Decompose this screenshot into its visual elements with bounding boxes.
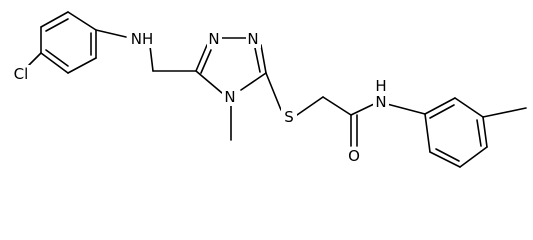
bond (95, 29, 127, 38)
bond (40, 11, 69, 28)
bond (424, 97, 456, 115)
triazole-n2-label: N (247, 30, 258, 48)
triazole-n1-label: N (208, 30, 219, 48)
amide-h-label: H (375, 77, 386, 95)
bond (40, 52, 69, 74)
bond (240, 72, 267, 91)
bond (322, 96, 352, 116)
bond (429, 151, 461, 168)
bond (454, 97, 484, 118)
triazole-n-methyl-label: N (224, 88, 235, 106)
sulfur-label: S (284, 108, 294, 126)
bond (386, 103, 426, 115)
bond (296, 96, 324, 116)
bond (260, 44, 267, 74)
bond (149, 45, 154, 72)
bond (424, 113, 431, 153)
bond (28, 52, 42, 66)
bond (195, 44, 208, 72)
bond (254, 47, 261, 73)
atom-labels: Cl NH N N N S O H N (8, 30, 389, 165)
bond (476, 119, 482, 147)
bond (67, 11, 97, 31)
amine-nh-label: NH (131, 30, 154, 48)
molecule-structure: Cl NH N N N S O H N (8, 11, 527, 168)
bond (45, 49, 69, 67)
bond (482, 116, 488, 148)
chlorine-label: Cl (14, 65, 29, 83)
bond (67, 57, 97, 74)
amide-n-label: N (375, 93, 386, 111)
oxygen-label: O (348, 147, 360, 165)
bond (265, 72, 282, 111)
bond (482, 107, 527, 118)
bond (435, 148, 460, 162)
bond (459, 146, 488, 168)
bond (429, 104, 455, 119)
bond (350, 103, 375, 116)
bond (45, 18, 69, 32)
bond (195, 70, 223, 94)
bond (200, 49, 212, 74)
bonds (28, 11, 527, 168)
